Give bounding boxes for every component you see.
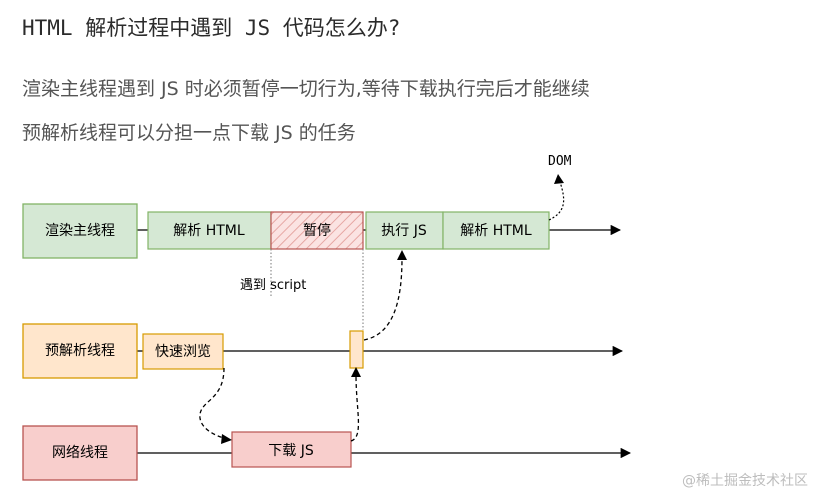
- arrow-browse-to-download-head: [221, 434, 232, 444]
- dom-label: DOM: [548, 154, 572, 169]
- description-line-2: 预解析线程可以分担一点下载 JS 的任务: [22, 122, 356, 144]
- description-line-1: 渲染主线程遇到 JS 时必须暂停一切行为,等待下载执行完后才能继续: [22, 78, 590, 100]
- preparse-thread-box: 预解析线程: [22, 323, 138, 379]
- watermark: @稀土掘金技术社区: [682, 473, 808, 489]
- task-pause: 暂停: [270, 211, 364, 250]
- task-exec-js-label: 执行 JS: [381, 223, 427, 239]
- task-pause-label: 暂停: [303, 222, 331, 239]
- network-thread-box: 网络线程: [22, 425, 138, 481]
- task-download-js-label: 下载 JS: [268, 443, 314, 459]
- arrow-parse-to-dom: [548, 181, 565, 221]
- network-thread-label: 网络线程: [52, 445, 108, 461]
- preparse-marker: [349, 330, 364, 369]
- page-title: HTML 解析过程中遇到 JS 代码怎么办?: [22, 16, 401, 40]
- arrow-marker-to-exec: [363, 257, 403, 341]
- arrow-download-to-marker: [350, 374, 360, 442]
- main-thread-label: 渲染主线程: [45, 223, 115, 239]
- arrow-marker-to-exec-head: [397, 250, 407, 260]
- arrow-download-to-marker-head: [351, 367, 361, 377]
- arrow-browse-to-download: [199, 367, 232, 441]
- task-exec-js: 执行 JS: [365, 211, 444, 250]
- main-thread-box: 渲染主线程: [22, 203, 138, 259]
- script-label: 遇到 script: [240, 278, 306, 293]
- task-parse-html-1-label: 解析 HTML: [173, 223, 245, 239]
- preparse-thread-label: 预解析线程: [45, 343, 115, 359]
- task-download-js: 下载 JS: [231, 431, 352, 468]
- task-quick-browse-label: 快速浏览: [155, 344, 211, 360]
- task-quick-browse: 快速浏览: [142, 333, 224, 370]
- arrow-parse-to-dom-head: [554, 174, 564, 184]
- task-parse-html-2: 解析 HTML: [442, 211, 550, 250]
- task-parse-html-1: 解析 HTML: [147, 211, 272, 250]
- task-parse-html-2-label: 解析 HTML: [460, 223, 532, 239]
